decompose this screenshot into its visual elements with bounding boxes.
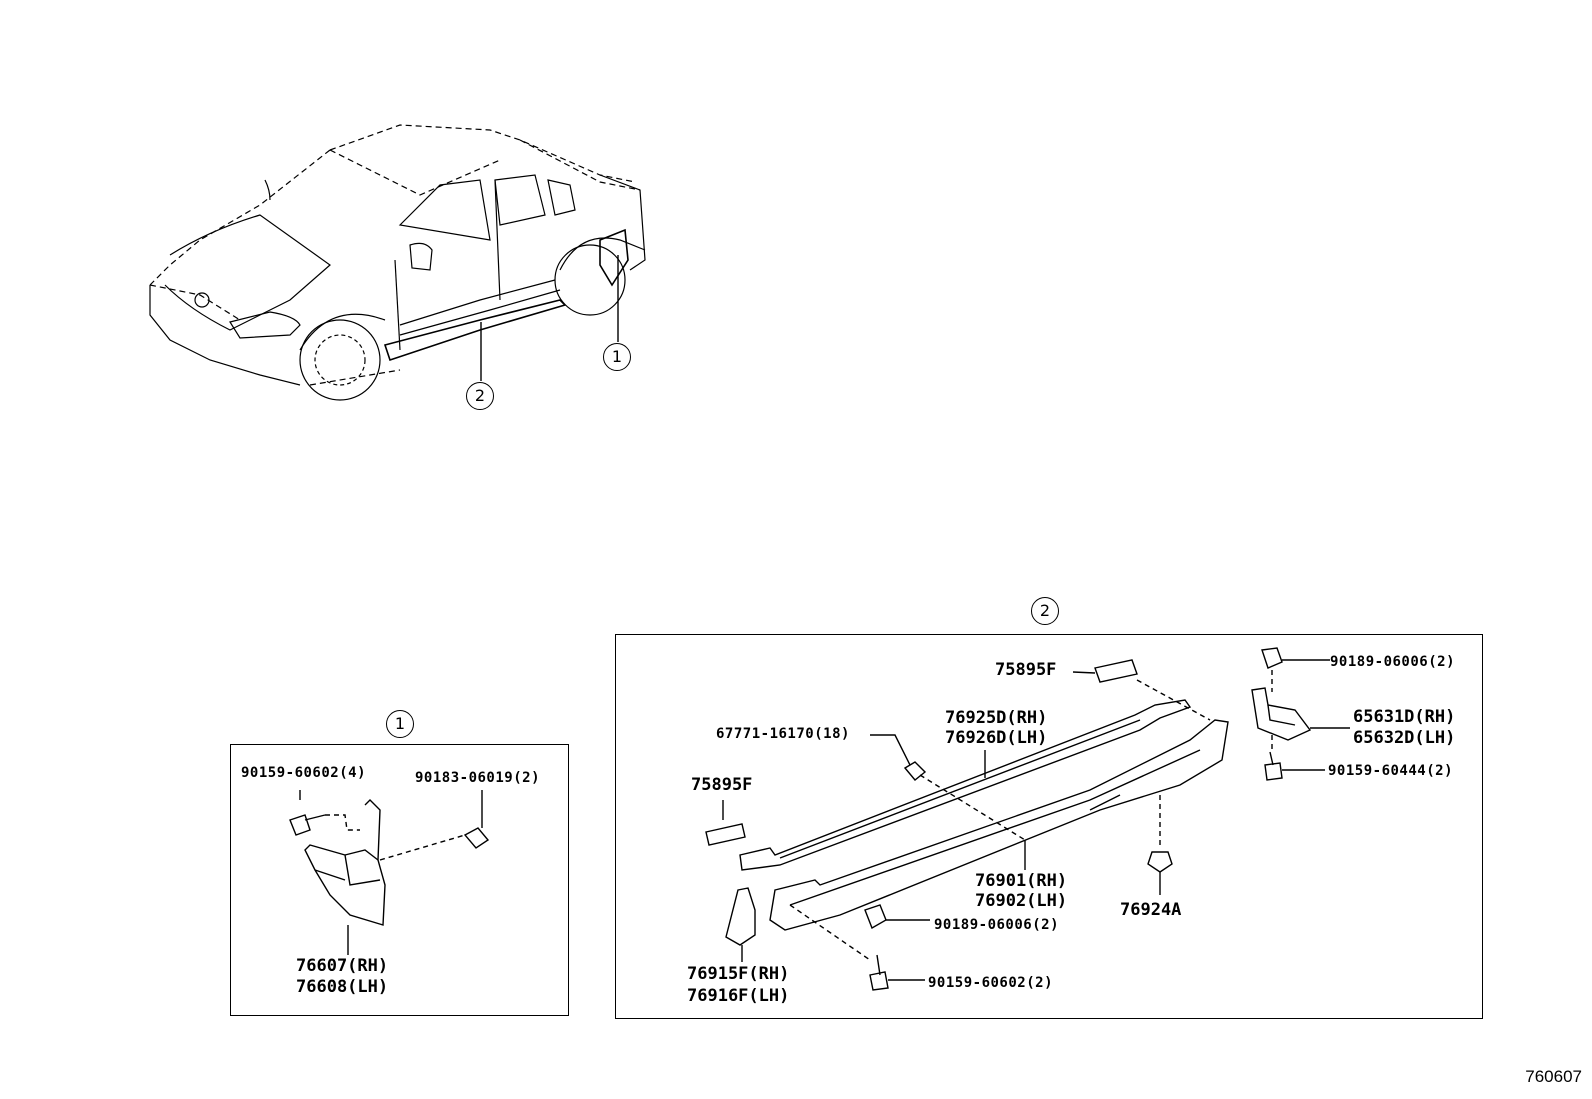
mudguard-illustration xyxy=(289,790,490,955)
mudguard-nut-label: 90183-06019(2) xyxy=(415,770,541,786)
rocker-illustration xyxy=(705,647,1350,991)
trim-rh-label: 76925D(RH) xyxy=(945,708,1048,728)
callout-2-car: 2 xyxy=(466,382,494,410)
mudguard-rh-label: 76607(RH) xyxy=(296,956,389,976)
callout-1-car: 1 xyxy=(603,343,631,371)
screw-bottom-label: 90159-60602(2) xyxy=(928,975,1054,991)
mudguard-panel xyxy=(230,744,569,1016)
end-lh-label: 76916F(LH) xyxy=(687,986,790,1006)
bracket-rh-label: 65631D(RH) xyxy=(1353,707,1456,727)
trim-lh-label: 76926D(LH) xyxy=(945,728,1048,748)
sill-lh-label: 76902(LH) xyxy=(975,891,1068,911)
cap-top-label: 75895F xyxy=(995,660,1057,680)
bracket-lh-label: 65632D(LH) xyxy=(1353,728,1456,748)
figure-number: 760607 xyxy=(1525,1067,1582,1086)
end-rh-label: 76915F(RH) xyxy=(687,964,790,984)
clip-label: 67771-16170(18) xyxy=(716,726,850,742)
mudguard-bolt-label: 90159-60602(4) xyxy=(241,765,367,781)
rocker-panel xyxy=(615,634,1483,1019)
nut-top-label: 90189-06006(2) xyxy=(1330,654,1456,670)
grommet-label: 76924A xyxy=(1120,900,1182,920)
callout-1-panel: 1 xyxy=(386,710,414,738)
mudguard-lh-label: 76608(LH) xyxy=(296,977,389,997)
cap-left-label: 75895F xyxy=(691,775,753,795)
sill-rh-label: 76901(RH) xyxy=(975,871,1068,891)
car-illustration xyxy=(149,124,646,401)
nut-bottom-label: 90189-06006(2) xyxy=(934,917,1060,933)
screw-top-label: 90159-60444(2) xyxy=(1328,763,1454,779)
callout-2-panel: 2 xyxy=(1031,597,1059,625)
